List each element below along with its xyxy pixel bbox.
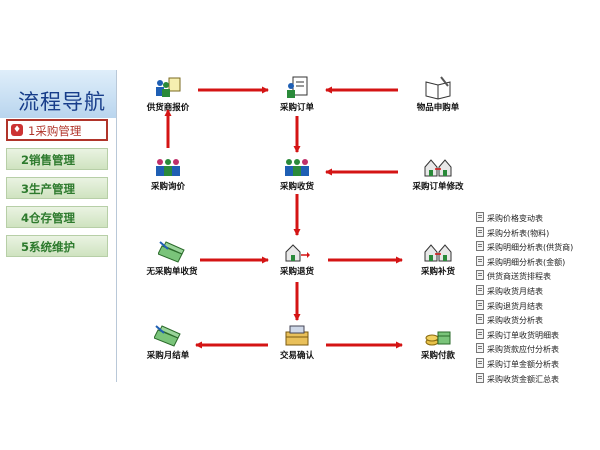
nav-item-label: 4仓存管理 [21,211,76,225]
node-label: 采购订单修改 [412,182,464,192]
nav-item-production-management[interactable]: 3生产管理 [6,177,108,199]
node-label: 供货商报价 [146,103,190,113]
node-label: 采购月结单 [146,351,190,361]
report-link[interactable]: 采购分析表(物料) [476,226,600,242]
document-icon [476,255,484,266]
flow-navigation-sidebar: 流程导航 1采购管理 2销售管理 3生产管理 4仓存管理 5系统维护 [0,70,116,382]
diamond-icon [11,124,23,136]
report-link[interactable]: 供货商送货排程表 [476,270,600,285]
node-monthly-statement[interactable]: 采购月结单 [132,324,204,368]
report-list: 采购价格变动表 采购分析表(物料) 采购明细分析表(供货商) 采购明细分析表(金… [476,212,600,387]
node-purchase-inquiry[interactable]: 采购询价 [132,155,204,199]
report-link[interactable]: 采购订单收货明细表 [476,328,600,344]
coins-icon [425,331,451,346]
node-supplier-quote[interactable]: 供货商报价 [132,76,204,120]
document-icon [476,299,484,310]
report-link[interactable]: 采购货款应付分析表 [476,343,600,358]
money-bills-icon [154,325,181,347]
node-no-po-receipt[interactable]: 无采购单收货 [136,240,208,284]
nav-item-label: 5系统维护 [21,240,76,254]
document-icon [476,212,484,222]
node-label: 采购付款 [420,351,455,361]
document-icon [476,241,484,252]
document-icon [476,314,484,325]
house-arrow-icon [285,244,310,262]
node-purchase-payment[interactable]: 采购付款 [402,324,474,368]
report-link[interactable]: 采购退货月结表 [476,299,600,315]
nav-item-system-maintenance[interactable]: 5系统维护 [6,235,108,257]
node-label: 采购订单 [279,103,314,113]
node-label: 无采购单收货 [146,267,198,277]
report-link[interactable]: 采购收货分析表 [476,314,600,329]
node-label: 物品申购单 [416,103,460,113]
nav-item-label: 1采购管理 [28,124,82,138]
report-link[interactable]: 采购收货月结表 [476,284,600,300]
node-purchase-order[interactable]: 采购订单 [261,76,333,120]
nav-item-purchase-management[interactable]: 1采购管理 [6,119,108,141]
node-item-request[interactable]: 物品申购单 [402,76,474,120]
nav-title: 流程导航 [18,90,106,114]
node-transaction-confirm[interactable]: 交易确认 [261,324,333,368]
nav-item-sales-management[interactable]: 2销售管理 [6,148,108,170]
report-link[interactable]: 采购明细分析表(供货商) [476,241,600,256]
node-label: 采购退货 [279,267,314,277]
nav-header: 流程导航 [0,70,116,118]
nav-item-warehouse-management[interactable]: 4仓存管理 [6,206,108,228]
document-icon [476,284,484,295]
order-document-icon [287,76,308,98]
node-purchase-supplement[interactable]: 采购补货 [402,240,474,284]
node-purchase-receipt[interactable]: 采购收货 [261,155,333,199]
node-label: 采购补货 [420,267,455,277]
money-bills-icon [158,241,185,263]
houses-transfer-icon [424,159,452,177]
node-label: 采购收货 [279,182,314,192]
open-book-icon [425,76,451,100]
document-icon [476,328,484,339]
nav-item-label: 2销售管理 [21,153,76,167]
nav-item-label: 3生产管理 [21,182,76,196]
node-po-modify[interactable]: 采购订单修改 [402,155,474,199]
people-document-icon [156,77,181,97]
node-label: 交易确认 [279,351,314,361]
report-link[interactable]: 采购收货金额汇总表 [476,372,600,388]
report-link[interactable]: 采购订单金额分析表 [476,357,600,373]
group-icon [156,159,180,176]
document-icon [476,270,484,281]
node-label: 采购询价 [150,182,185,192]
document-icon [476,343,484,354]
report-link[interactable]: 采购明细分析表(金额) [476,255,600,271]
node-purchase-return[interactable]: 采购退货 [261,240,333,284]
document-icon [476,357,484,368]
houses-transfer-icon [424,244,452,262]
report-link[interactable]: 采购价格变动表 [476,212,600,227]
group-icon [285,159,309,176]
sidebar-divider [116,70,117,382]
document-icon [476,226,484,237]
package-icon [285,325,309,346]
document-icon [476,372,484,383]
